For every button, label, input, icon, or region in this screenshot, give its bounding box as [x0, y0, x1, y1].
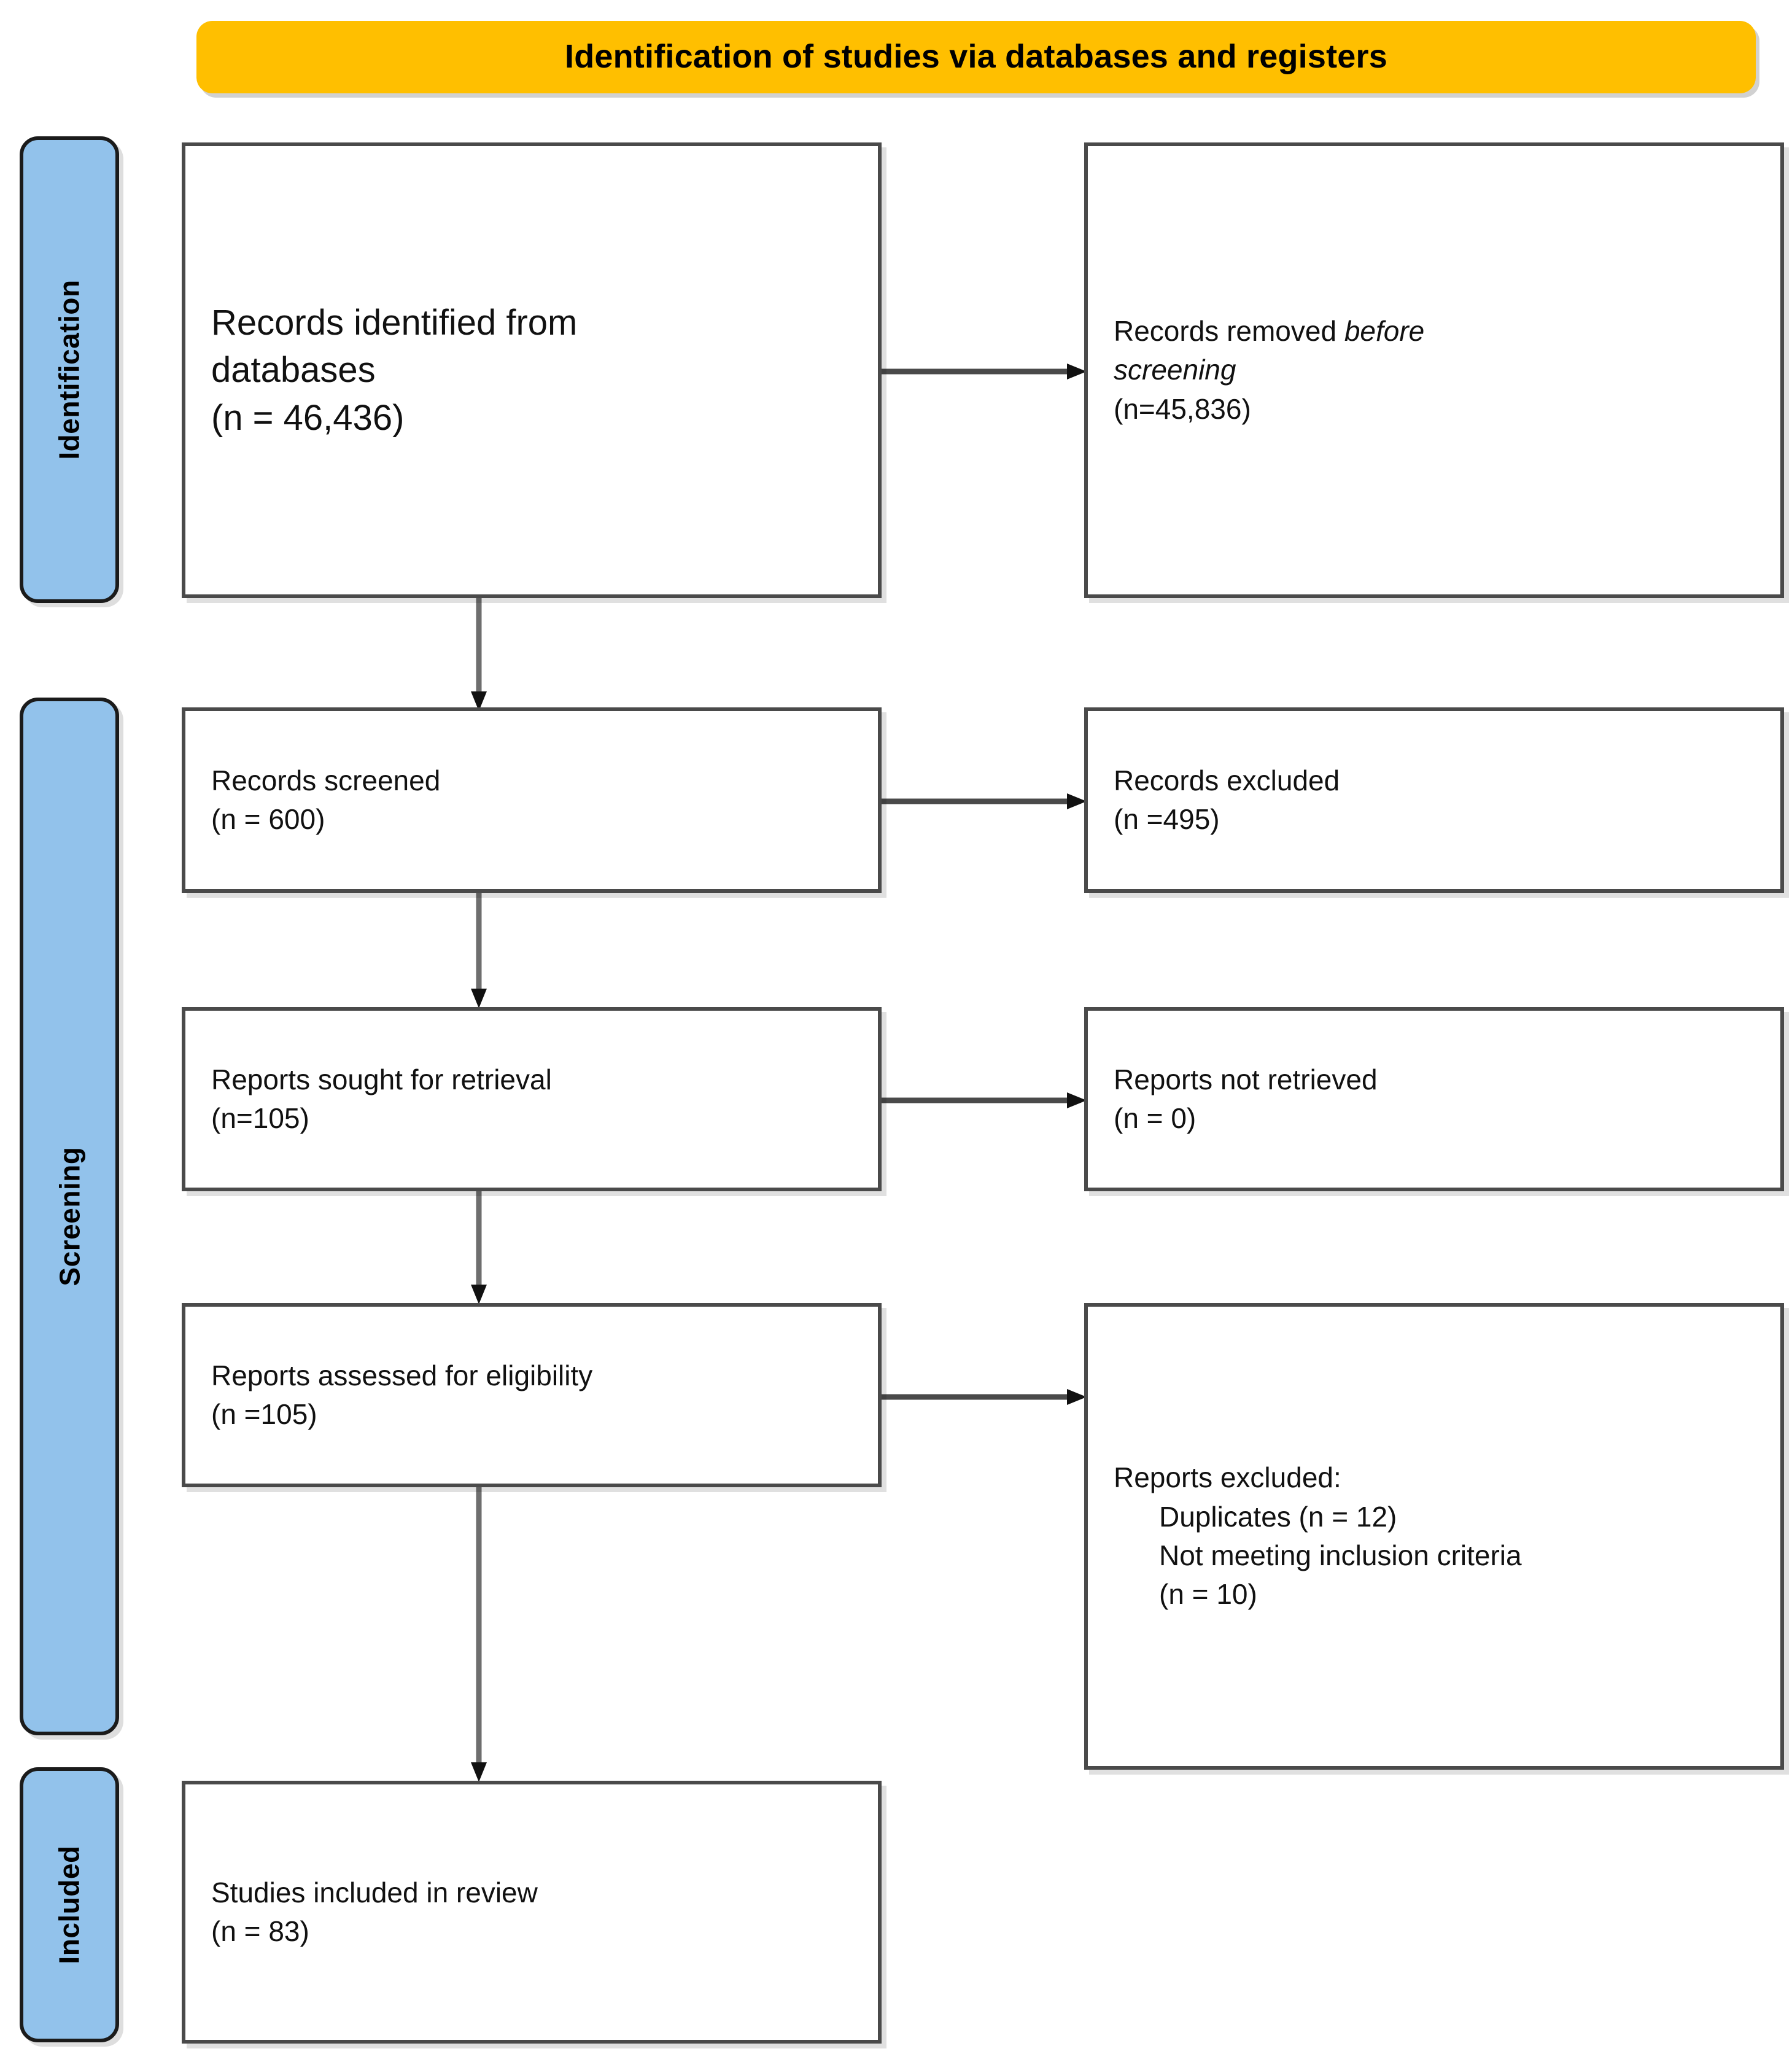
box-records-removed-line1-italic: before — [1344, 314, 1425, 347]
connector-screened-to-sought — [467, 889, 491, 1012]
box-records-removed-line1-plain: Records removed — [1114, 314, 1344, 347]
box-reports-excluded-duplicates: Duplicates (n = 12) — [1159, 1500, 1397, 1533]
stage-pill-identification: Identification — [20, 136, 119, 603]
stage-pill-included: Included — [20, 1767, 119, 2042]
box-reports-not-retrieved-line1: Reports not retrieved — [1114, 1063, 1378, 1095]
connector-sought-to-not-retrieved — [878, 1088, 1089, 1113]
box-records-identified: Records identified from databases (n = 4… — [182, 142, 882, 598]
connector-identified-to-screened — [467, 594, 491, 715]
box-studies-included-in-review: Studies included in review (n = 83) — [182, 1781, 882, 2044]
box-records-identified-line2: databases — [211, 350, 376, 391]
box-records-removed-line1: Records removed before — [1114, 312, 1755, 351]
box-records-excluded: Records excluded (n =495) — [1084, 707, 1784, 893]
box-records-excluded-count: (n =495) — [1114, 803, 1220, 835]
stage-label-screening: Screening — [53, 1146, 86, 1286]
connector-assessed-to-reports-excluded — [878, 1385, 1089, 1409]
connector-identified-to-removed — [878, 359, 1089, 384]
box-records-identified-line1: Records identified from — [211, 303, 578, 343]
box-reports-not-retrieved: Reports not retrieved (n = 0) — [1084, 1007, 1784, 1191]
box-records-removed-line2: screening — [1114, 354, 1236, 386]
stage-label-identification: Identification — [53, 279, 86, 460]
box-reports-excluded-line1: Reports excluded: — [1114, 1461, 1341, 1494]
connector-screened-to-records-excluded — [878, 789, 1089, 814]
phase-banner-title: Identification of studies via databases … — [565, 38, 1387, 76]
box-reports-excluded-not-meeting-count: (n = 10) — [1159, 1578, 1257, 1611]
box-reports-assessed-count: (n =105) — [211, 1398, 317, 1430]
box-records-screened-line1: Records screened — [211, 764, 441, 796]
box-studies-included-line1: Studies included in review — [211, 1876, 538, 1908]
box-studies-included-count: (n = 83) — [211, 1915, 309, 1947]
box-reports-sought-line1: Reports sought for retrieval — [211, 1063, 552, 1095]
connector-sought-to-assessed — [467, 1188, 491, 1308]
phase-banner-identification: Identification of studies via databases … — [196, 21, 1756, 93]
box-reports-not-retrieved-count: (n = 0) — [1114, 1102, 1197, 1134]
box-reports-excluded-not-meeting: Not meeting inclusion criteria — [1159, 1539, 1522, 1571]
box-reports-assessed-for-eligibility: Reports assessed for eligibility (n =105… — [182, 1303, 882, 1487]
box-records-screened: Records screened (n = 600) — [182, 707, 882, 893]
box-reports-sought-for-retrieval: Reports sought for retrieval (n=105) — [182, 1007, 882, 1191]
box-reports-assessed-line1: Reports assessed for eligibility — [211, 1359, 593, 1391]
box-records-identified-count: (n = 46,436) — [211, 397, 405, 438]
stage-pill-screening: Screening — [20, 698, 119, 1735]
box-records-removed-before-screening: Records removed before screening (n=45,8… — [1084, 142, 1784, 598]
box-records-screened-count: (n = 600) — [211, 803, 325, 835]
stage-label-included: Included — [53, 1845, 85, 1964]
connector-assessed-to-included — [467, 1484, 491, 1786]
box-records-removed-count: (n=45,836) — [1114, 392, 1251, 425]
box-reports-excluded: Reports excluded: Duplicates (n = 12) No… — [1084, 1303, 1784, 1770]
box-reports-sought-count: (n=105) — [211, 1102, 309, 1134]
box-records-excluded-line1: Records excluded — [1114, 764, 1340, 796]
